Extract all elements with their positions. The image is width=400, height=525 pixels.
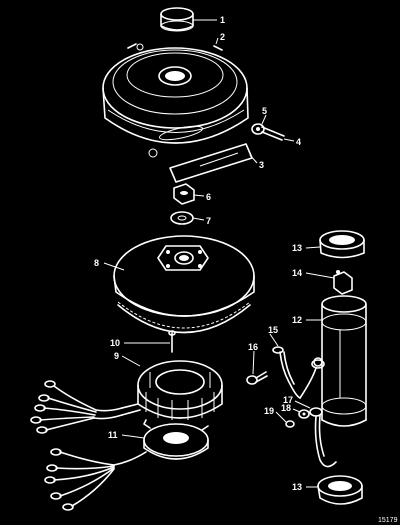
part-11-trigger xyxy=(113,419,209,466)
callout-15: 15 xyxy=(268,325,278,335)
stator-wire-harness xyxy=(30,380,123,434)
callout-14: 14 xyxy=(292,268,302,278)
part-7-washer xyxy=(170,211,194,225)
part-8-flywheel xyxy=(113,235,255,334)
callout-5: 5 xyxy=(262,106,267,116)
callout-13-bottom: 13 xyxy=(292,482,302,492)
trigger-wire-harness xyxy=(44,448,115,511)
part-12-starter-motor xyxy=(313,295,367,427)
callout-1: 1 xyxy=(220,15,225,25)
figure-number: 15179 xyxy=(378,517,398,524)
part-9-stator xyxy=(121,360,223,420)
callout-17: 17 xyxy=(283,395,293,405)
callout-19: 19 xyxy=(264,406,274,416)
callout-7: 7 xyxy=(206,216,211,226)
leader-lines xyxy=(103,19,335,488)
callout-4: 4 xyxy=(296,137,301,147)
part-13-cap-top xyxy=(319,230,365,259)
part-15-cable xyxy=(272,346,325,399)
callout-12: 12 xyxy=(292,315,302,325)
part-1-cap xyxy=(160,7,194,32)
callout-9: 9 xyxy=(114,351,119,361)
part-17-ground-cable xyxy=(309,407,337,468)
callout-8: 8 xyxy=(94,258,99,268)
part-13-cap-bottom xyxy=(317,475,363,505)
part-19-screw xyxy=(285,420,295,428)
callout-3: 3 xyxy=(259,160,264,170)
part-3-strap xyxy=(169,143,253,183)
callout-10: 10 xyxy=(110,338,120,348)
callout-16: 16 xyxy=(248,342,258,352)
callout-2: 2 xyxy=(220,32,225,42)
part-4-5-screw-washer xyxy=(251,123,285,141)
callout-11: 11 xyxy=(108,430,118,440)
callout-13-top: 13 xyxy=(292,243,302,253)
callout-labels: 1 2 3 4 5 6 7 8 9 10 11 12 13 14 15 16 1… xyxy=(94,15,398,524)
part-6-nut xyxy=(173,183,195,205)
part-16-screw xyxy=(246,371,268,385)
callout-6: 6 xyxy=(206,192,211,202)
part-14-pinion xyxy=(333,270,353,295)
part-18-washer xyxy=(298,409,310,419)
callout-18: 18 xyxy=(281,403,291,413)
part-2-flywheel-cover xyxy=(102,43,249,158)
part-10-bolt xyxy=(168,330,176,353)
